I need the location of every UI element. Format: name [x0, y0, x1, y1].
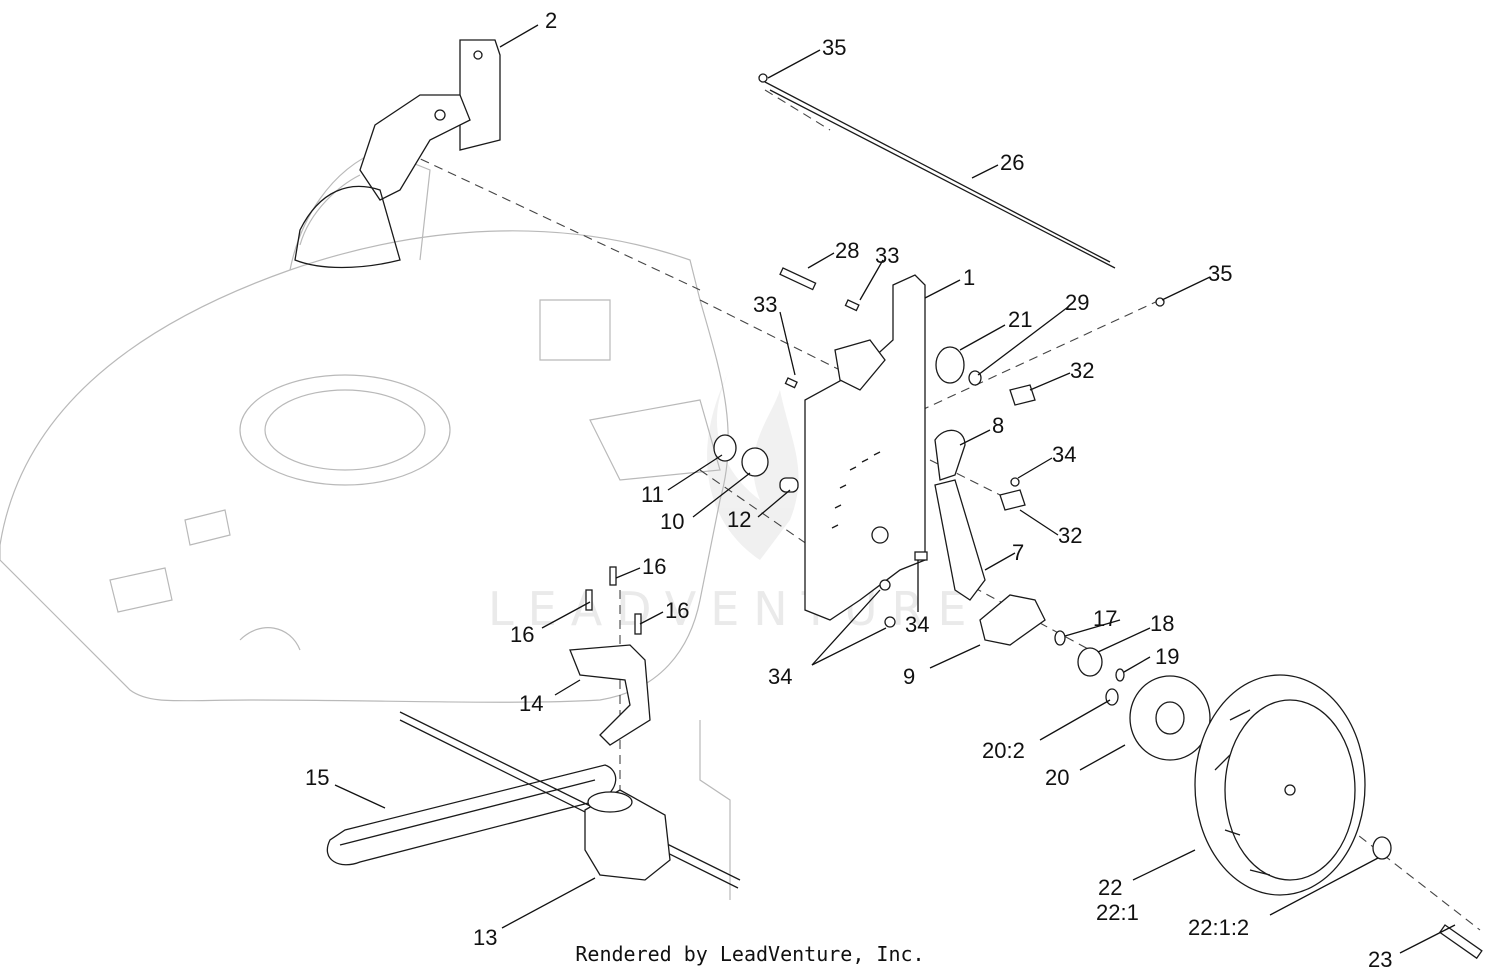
callout-22-1-2: 22:1:2: [1188, 915, 1249, 940]
watermark-flame-icon: [707, 360, 799, 560]
callout-labels: 2 35 26 28 33 1 35 33 21 29 32 8 34 11 1…: [305, 8, 1392, 972]
part-26-rod: [758, 73, 1165, 307]
part-14-belt-guide: [569, 644, 651, 746]
callout-21: 21: [1008, 307, 1032, 332]
callout-8: 8: [992, 413, 1004, 438]
part-1-height-plate: [804, 274, 926, 621]
part-7-lever-arm: [934, 479, 986, 601]
part-13-gearbox: [584, 789, 671, 881]
part-28-bolt: [779, 267, 817, 291]
callout-35-top: 35: [822, 35, 846, 60]
part-23-bolt: [1438, 924, 1483, 960]
callout-2: 2: [545, 8, 557, 33]
part-16-screw-b: [585, 589, 593, 611]
callout-11: 11: [641, 482, 664, 507]
callout-13: 13: [473, 925, 497, 950]
callout-1: 1: [963, 265, 975, 290]
mower-deck-ghost: [0, 149, 731, 900]
callout-34-mid: 34: [905, 612, 929, 637]
callout-9: 9: [903, 664, 915, 689]
part-34-nut-c: [884, 616, 896, 628]
callout-19: 19: [1155, 644, 1179, 669]
callout-34-right: 34: [1052, 442, 1076, 467]
watermark-text: LEADVENTURE: [488, 582, 981, 636]
part-10-bushing: [741, 447, 769, 477]
part-2-rear-bracket: [294, 39, 501, 269]
callout-17: 17: [1093, 606, 1117, 631]
part-8-lever-grip: [934, 429, 966, 481]
drive-shaft: [399, 711, 741, 881]
callout-16-top: 16: [642, 554, 666, 579]
part-29-nut: [968, 370, 982, 386]
callout-7: 7: [1012, 540, 1024, 565]
callout-22: 22: [1098, 875, 1122, 900]
callout-32-top: 32: [1070, 358, 1094, 383]
callout-16-right: 16: [665, 598, 689, 623]
callout-12: 12: [727, 507, 751, 532]
callout-20: 20: [1045, 765, 1069, 790]
callout-28: 28: [835, 238, 859, 263]
part-35-pin-top: [758, 73, 768, 83]
part-12-spacer: [779, 477, 799, 493]
callout-16-left: 16: [510, 622, 534, 647]
part-16-screw-a: [609, 566, 617, 586]
part-33-screws: [784, 299, 860, 389]
part-32-knob-bottom: [999, 489, 1026, 511]
part-9-pivot-bracket: [979, 594, 1046, 646]
part-20-2-washer: [1105, 688, 1119, 706]
callout-23: 23: [1368, 947, 1392, 972]
part-17-washer: [1054, 630, 1066, 646]
callout-18: 18: [1150, 611, 1174, 636]
part-18-gear: [1077, 647, 1103, 677]
callout-15: 15: [305, 765, 329, 790]
callout-10: 10: [660, 509, 684, 534]
watermark: LEADVENTURE: [488, 360, 981, 636]
callout-22-1: 22:1: [1096, 900, 1139, 925]
part-34-bolt-d: [914, 551, 928, 561]
part-21-spacer: [935, 346, 965, 384]
callout-32-bottom: 32: [1058, 523, 1082, 548]
part-34-nut-b: [879, 579, 891, 591]
callout-34-bottom: 34: [768, 664, 792, 689]
part-22-1-2-washer: [1372, 836, 1392, 860]
callout-26: 26: [1000, 150, 1024, 175]
leader-lines: [334, 24, 1456, 954]
callout-33-top: 33: [875, 243, 899, 268]
render-credit-footer: Rendered by LeadVenture, Inc.: [575, 942, 925, 966]
part-19-clip: [1115, 668, 1125, 682]
callout-20-2: 20:2: [982, 738, 1025, 763]
callout-29: 29: [1065, 290, 1089, 315]
part-15-belt: [326, 764, 617, 866]
callout-14: 14: [519, 691, 543, 716]
part-11-washer: [713, 434, 737, 462]
part-34-nut-a: [1010, 477, 1020, 487]
part-22-wheel: [1194, 674, 1366, 896]
callout-35-right: 35: [1208, 261, 1232, 286]
part-20-hub: [1129, 675, 1211, 761]
part-32-knob-top: [1009, 384, 1036, 406]
callout-33-left: 33: [753, 292, 777, 317]
